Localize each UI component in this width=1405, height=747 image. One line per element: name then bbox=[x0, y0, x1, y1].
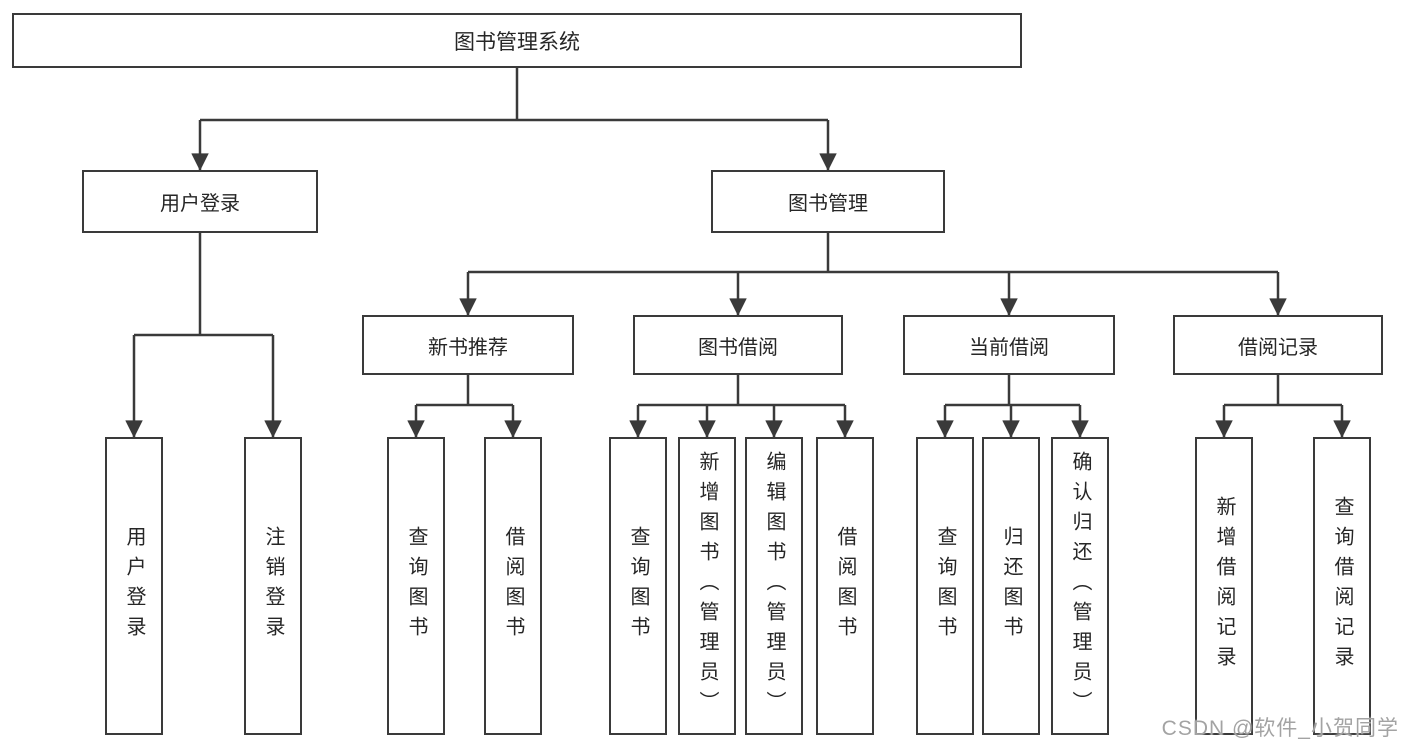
leaf-borrow-books-recommend: 借阅图书 bbox=[484, 437, 542, 735]
node-label: 查询图书 bbox=[934, 526, 956, 646]
csdn-watermark: CSDN @软件_小贺同学 bbox=[1161, 717, 1399, 740]
leaf-query-books-current: 查询图书 bbox=[916, 437, 974, 735]
leaf-query-books-borrowing: 查询图书 bbox=[609, 437, 667, 735]
node-label: 用户登录 bbox=[160, 193, 240, 215]
leaf-query-books-recommend: 查询图书 bbox=[387, 437, 445, 735]
node-label: 图书管理系统 bbox=[454, 30, 580, 54]
leaf-add-borrow-record: 新增借阅记录 bbox=[1195, 437, 1253, 735]
node-library-management-system: 图书管理系统 bbox=[12, 13, 1022, 68]
node-book-borrowing: 图书借阅 bbox=[633, 315, 843, 375]
node-label: 新书推荐 bbox=[428, 336, 508, 359]
node-label: 用户登录 bbox=[123, 526, 145, 646]
node-current-borrowing: 当前借阅 bbox=[903, 315, 1115, 375]
leaf-edit-book-admin: 编辑图书（管理员） bbox=[745, 437, 803, 735]
node-label: 查询图书 bbox=[627, 526, 649, 646]
node-label: 确认归还（管理员） bbox=[1069, 451, 1091, 721]
node-label: 注销登录 bbox=[262, 526, 284, 646]
node-label: 借阅图书 bbox=[834, 526, 856, 646]
leaf-user-login: 用户登录 bbox=[105, 437, 163, 735]
node-label: 图书管理 bbox=[788, 193, 868, 215]
node-borrowing-records: 借阅记录 bbox=[1173, 315, 1383, 375]
node-label: 当前借阅 bbox=[969, 336, 1049, 359]
leaf-confirm-return-admin: 确认归还（管理员） bbox=[1051, 437, 1109, 735]
leaf-logout: 注销登录 bbox=[244, 437, 302, 735]
node-new-book-recommendation: 新书推荐 bbox=[362, 315, 574, 375]
node-label: 查询借阅记录 bbox=[1331, 496, 1353, 676]
leaf-query-borrow-record: 查询借阅记录 bbox=[1313, 437, 1371, 735]
node-label: 新增图书（管理员） bbox=[696, 451, 718, 721]
node-label: 归还图书 bbox=[1000, 526, 1022, 646]
node-label: 借阅记录 bbox=[1238, 336, 1318, 359]
leaf-borrow-books-borrowing: 借阅图书 bbox=[816, 437, 874, 735]
leaf-add-book-admin: 新增图书（管理员） bbox=[678, 437, 736, 735]
node-label: 借阅图书 bbox=[502, 526, 524, 646]
node-label: 图书借阅 bbox=[698, 336, 778, 359]
node-label: 新增借阅记录 bbox=[1213, 496, 1235, 676]
node-label: 编辑图书（管理员） bbox=[763, 451, 785, 721]
node-user-login: 用户登录 bbox=[82, 170, 318, 233]
leaf-return-books: 归还图书 bbox=[982, 437, 1040, 735]
node-label: 查询图书 bbox=[405, 526, 427, 646]
node-book-management: 图书管理 bbox=[711, 170, 945, 233]
